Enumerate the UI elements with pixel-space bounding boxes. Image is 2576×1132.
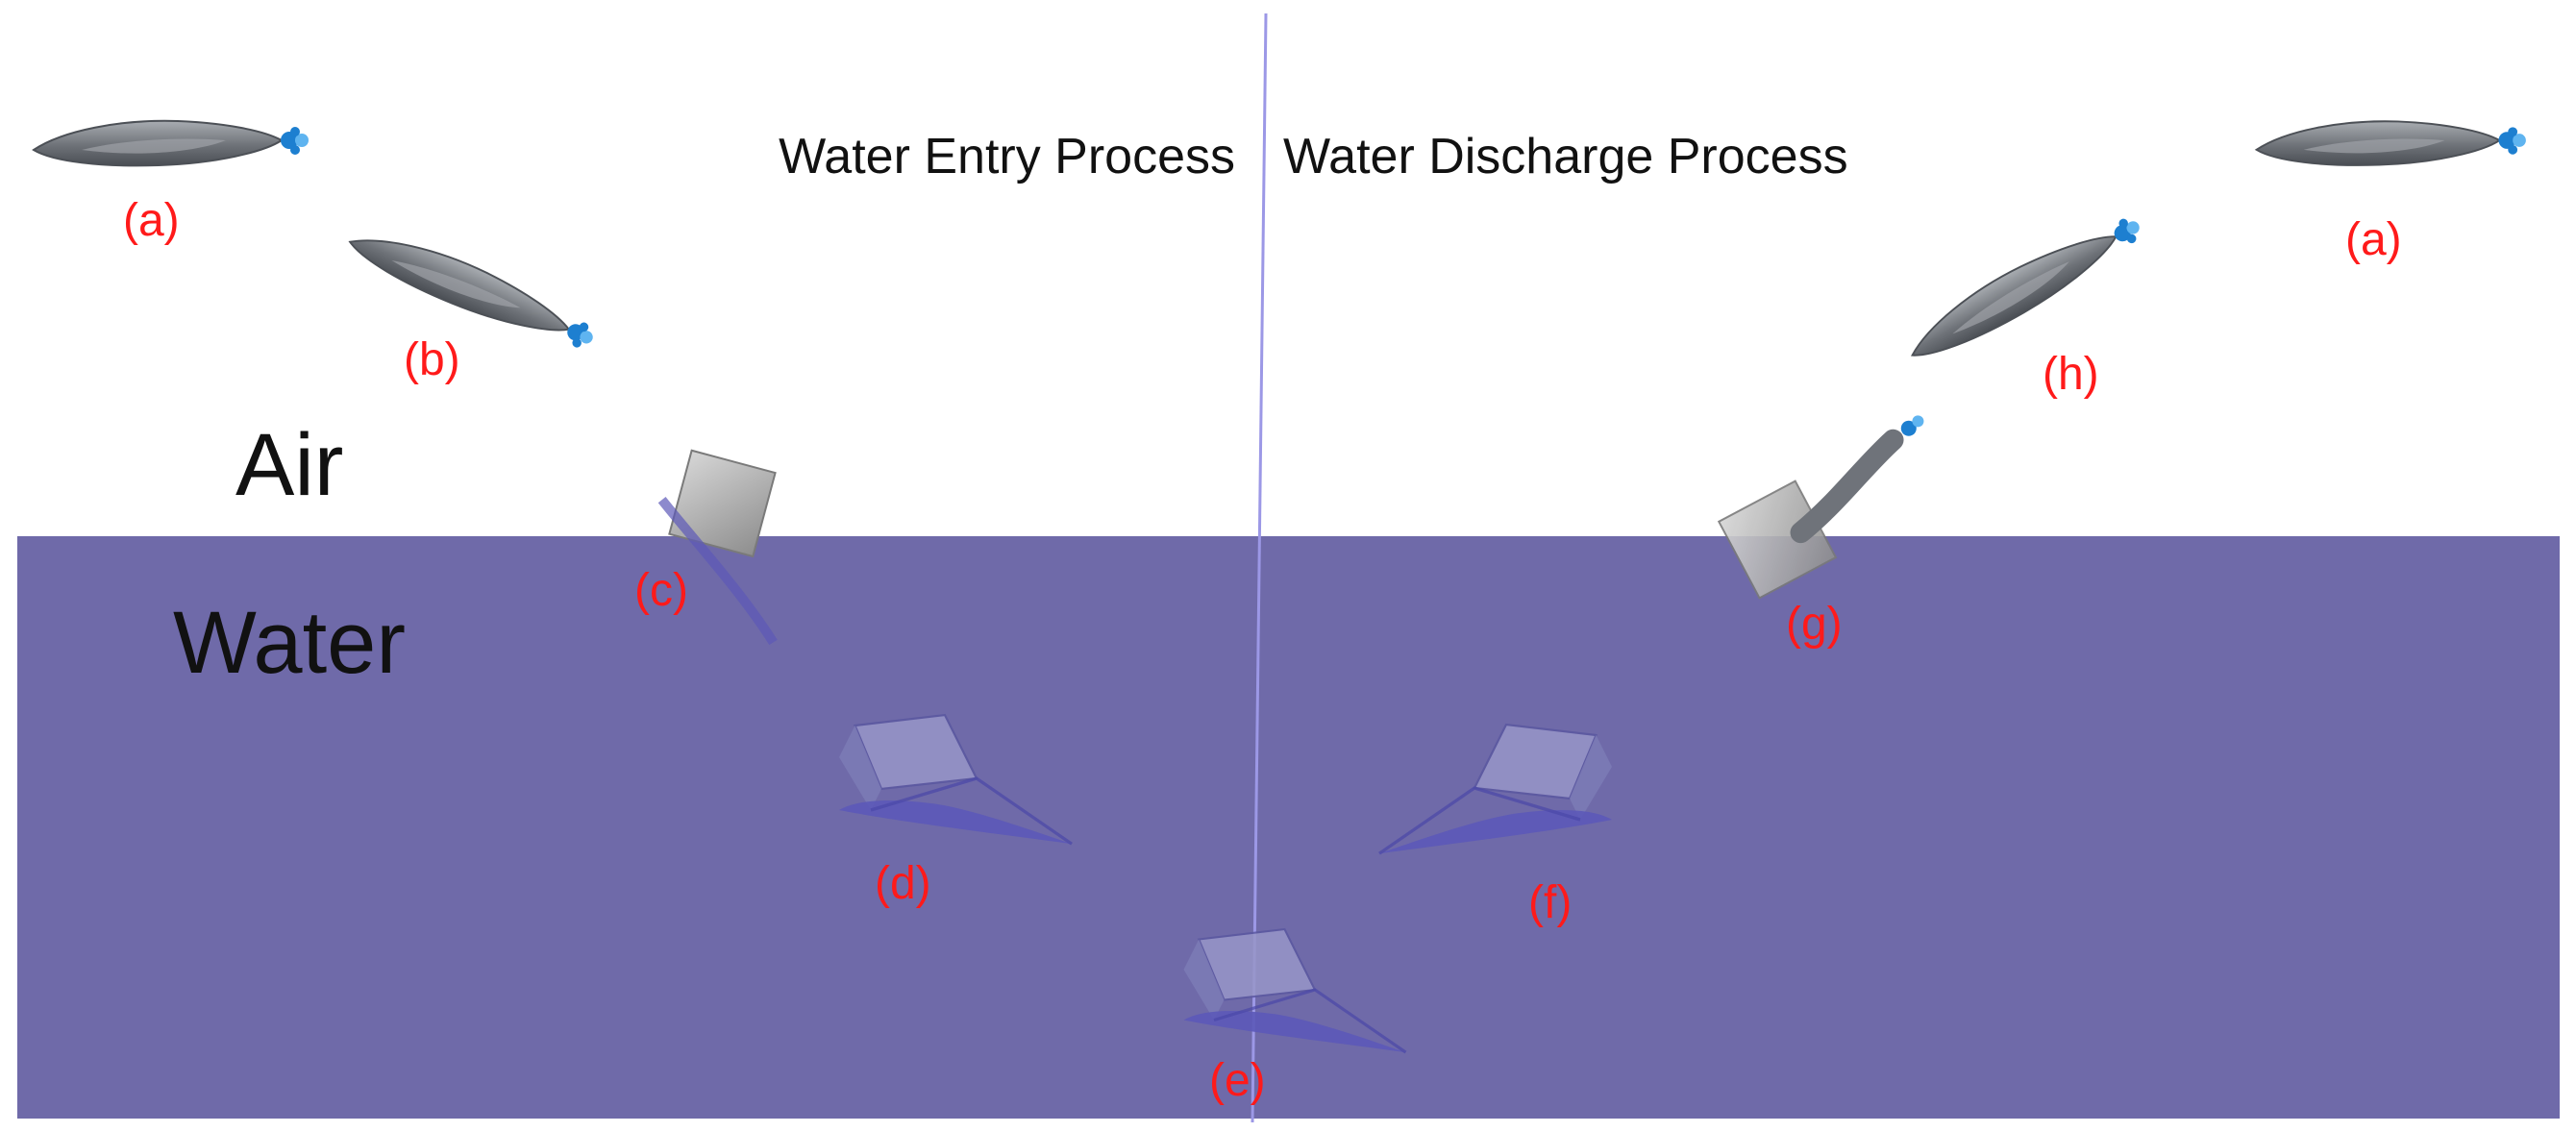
stage-label-b: (b) (404, 334, 460, 385)
morphing-robot-g (1717, 415, 1924, 600)
morphing-robot-c (657, 449, 778, 646)
stage-label-d: (d) (875, 858, 931, 909)
stage-label-a-right: (a) (2345, 214, 2402, 265)
stage-label-g: (g) (1786, 599, 1843, 650)
stage-label-h: (h) (2043, 349, 2099, 400)
label-air: Air (235, 416, 343, 514)
label-water: Water (173, 594, 406, 692)
stage-label-c: (c) (634, 565, 688, 616)
stage-label-e: (e) (1209, 1055, 1266, 1106)
heading-water-discharge: Water Discharge Process (1283, 129, 1848, 185)
heading-water-entry: Water Entry Process (779, 129, 1235, 185)
stage-label-a-left: (a) (123, 195, 180, 246)
stage-label-f: (f) (1528, 877, 1572, 928)
